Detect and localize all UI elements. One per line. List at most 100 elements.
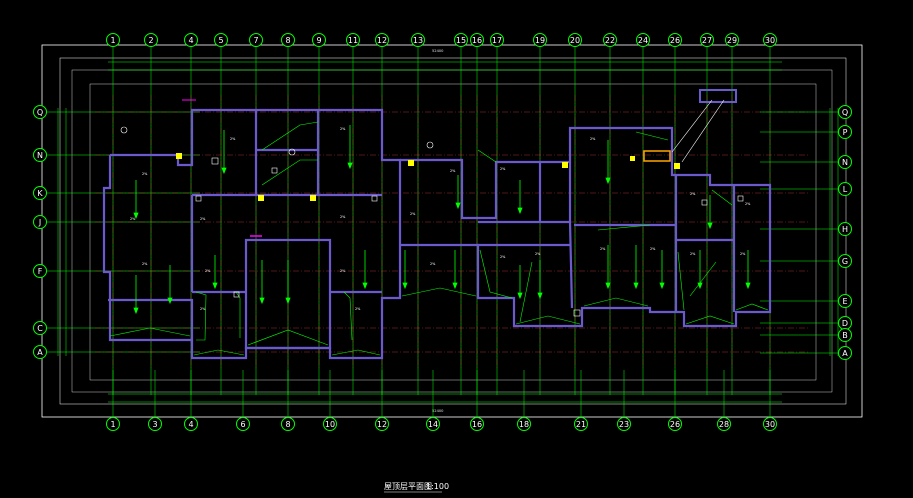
axis-bubble-bottom-18: 18 [517, 417, 531, 431]
axis-bubble-bottom-23-label: 23 [619, 420, 629, 429]
axis-bubble-top-26-label: 26 [670, 36, 680, 45]
axis-bubble-bottom-18-label: 18 [519, 420, 529, 429]
axis-bubble-top-30: 30 [763, 33, 777, 47]
axis-bubble-top-22-label: 22 [605, 36, 615, 45]
axis-bubble-top-2: 2 [144, 33, 158, 47]
slope-label: 2% [690, 252, 696, 256]
axis-bubble-top-1-label: 1 [110, 36, 115, 45]
axis-bubble-right-L: L [838, 182, 852, 196]
axis-bubble-left-K-label: K [37, 189, 43, 198]
bottom-total-dimension: 52400 [432, 409, 444, 413]
slope-label: 2% [340, 269, 346, 273]
axis-bubble-top-9-label: 9 [316, 36, 321, 45]
slope-label: 2% [200, 307, 206, 311]
axis-bubble-bottom-6: 6 [236, 417, 250, 431]
axis-bubble-bottom-14: 14 [426, 417, 440, 431]
slope-label: 2% [535, 252, 541, 256]
axis-bubble-top-19-label: 19 [535, 36, 545, 45]
axis-bubble-bottom-28: 28 [717, 417, 731, 431]
axis-grid-lines [47, 46, 838, 418]
axis-bubble-top-15: 15 [454, 33, 468, 47]
axis-bubble-bottom-8-label: 8 [285, 420, 290, 429]
axis-bubble-top-5-label: 5 [218, 36, 223, 45]
axis-bubble-left-C-label: C [37, 324, 43, 333]
slope-label: 2% [745, 202, 751, 206]
slope-label: 2% [740, 252, 746, 256]
axis-bubble-top-26: 26 [668, 33, 682, 47]
axis-bubble-right-L-label: L [843, 185, 848, 194]
slope-label: 2% [450, 169, 456, 173]
axis-bubble-right-Q: Q [838, 105, 852, 119]
axis-bubble-top-5: 5 [214, 33, 228, 47]
slope-label: 2% [355, 307, 361, 311]
axis-bubble-top-8-label: 8 [285, 36, 290, 45]
drawing-title-block: 屋顶层平面图 1:100 [384, 482, 449, 493]
axis-bubble-right-A: A [838, 346, 852, 360]
slope-label: 2% [340, 215, 346, 219]
gutter-fall-lines [109, 121, 769, 356]
axis-bubble-bottom-26: 26 [668, 417, 682, 431]
axis-bubble-left-Q-label: Q [37, 108, 43, 117]
slope-label: 2% [205, 269, 211, 273]
slope-labels: 2%2%2%2%2%2%2%2%2%2%2%2%2%2%2%2%2%2%2%2%… [130, 127, 751, 311]
axis-bubble-bottom-4: 4 [184, 417, 198, 431]
axis-bubble-right-N-label: N [842, 158, 848, 167]
axis-bubble-left-K: K [33, 186, 47, 200]
axis-bubble-left-A-label: A [37, 348, 43, 357]
axis-bubble-bottom-28-label: 28 [719, 420, 729, 429]
axis-bubble-bottom-21: 21 [574, 417, 588, 431]
axis-bubble-top-29-label: 29 [727, 36, 737, 45]
axis-bubble-bottom-16: 16 [470, 417, 484, 431]
axis-bubble-right-G: G [838, 254, 852, 268]
axis-bubble-right-B: B [838, 328, 852, 342]
axis-bubble-bottom-6-label: 6 [240, 420, 245, 429]
axis-bubble-top-17-label: 17 [492, 36, 502, 45]
axis-bubble-bottom-21-label: 21 [576, 420, 586, 429]
axis-bubble-top-16-label: 16 [472, 36, 482, 45]
axis-bubble-right-A-label: A [842, 349, 848, 358]
slope-label: 2% [230, 137, 236, 141]
axis-bubble-bottom-26-label: 26 [670, 420, 680, 429]
axis-bubble-left-F-label: F [38, 267, 43, 276]
slope-label: 2% [500, 255, 506, 259]
slope-label: 2% [142, 172, 148, 176]
slope-label: 2% [650, 247, 656, 251]
axis-bubble-bottom-8: 8 [281, 417, 295, 431]
roof-drains [120, 89, 744, 317]
axis-bubble-top-22: 22 [603, 33, 617, 47]
slope-label: 2% [590, 137, 596, 141]
axis-bubble-bottom-3: 3 [148, 417, 162, 431]
axis-bubble-top-12: 12 [375, 33, 389, 47]
axis-bubble-left-A: A [33, 345, 47, 359]
axis-bubble-top-20: 20 [568, 33, 582, 47]
axis-bubble-right-H: H [838, 222, 852, 236]
axis-bubble-top-13: 13 [411, 33, 425, 47]
axis-bubble-top-24: 24 [636, 33, 650, 47]
slope-label: 2% [600, 247, 606, 251]
axis-bubble-bottom-23: 23 [617, 417, 631, 431]
axis-bubble-top-9: 9 [312, 33, 326, 47]
axis-bubble-left-C: C [33, 321, 47, 335]
axis-bubble-top-16: 16 [470, 33, 484, 47]
axis-bubble-left-Q: Q [33, 105, 47, 119]
slope-label: 2% [142, 262, 148, 266]
slope-label: 2% [130, 217, 136, 221]
axis-bubble-top-11-label: 11 [348, 36, 358, 45]
axis-bubble-bottom-16-label: 16 [472, 420, 482, 429]
axis-bubble-top-1: 1 [106, 33, 120, 47]
axis-bubble-bottom-12: 12 [375, 417, 389, 431]
axis-bubble-bottom-30: 30 [763, 417, 777, 431]
axis-bubble-right-H-label: H [842, 225, 848, 234]
axis-bubble-left-J: J [33, 215, 47, 229]
axis-bubble-right-E-label: E [842, 297, 847, 306]
axis-bubble-right-D-label: D [842, 319, 848, 328]
axis-bubble-bottom-12-label: 12 [377, 420, 387, 429]
axis-bubble-top-8: 8 [281, 33, 295, 47]
axis-bubble-top-4-label: 4 [188, 36, 193, 45]
axis-bubble-top-27: 27 [700, 33, 714, 47]
axis-bubble-top-20-label: 20 [570, 36, 580, 45]
axis-bubble-bottom-1: 1 [106, 417, 120, 431]
axis-bubble-top-27-label: 27 [702, 36, 712, 45]
dimension-lines [57, 61, 839, 403]
